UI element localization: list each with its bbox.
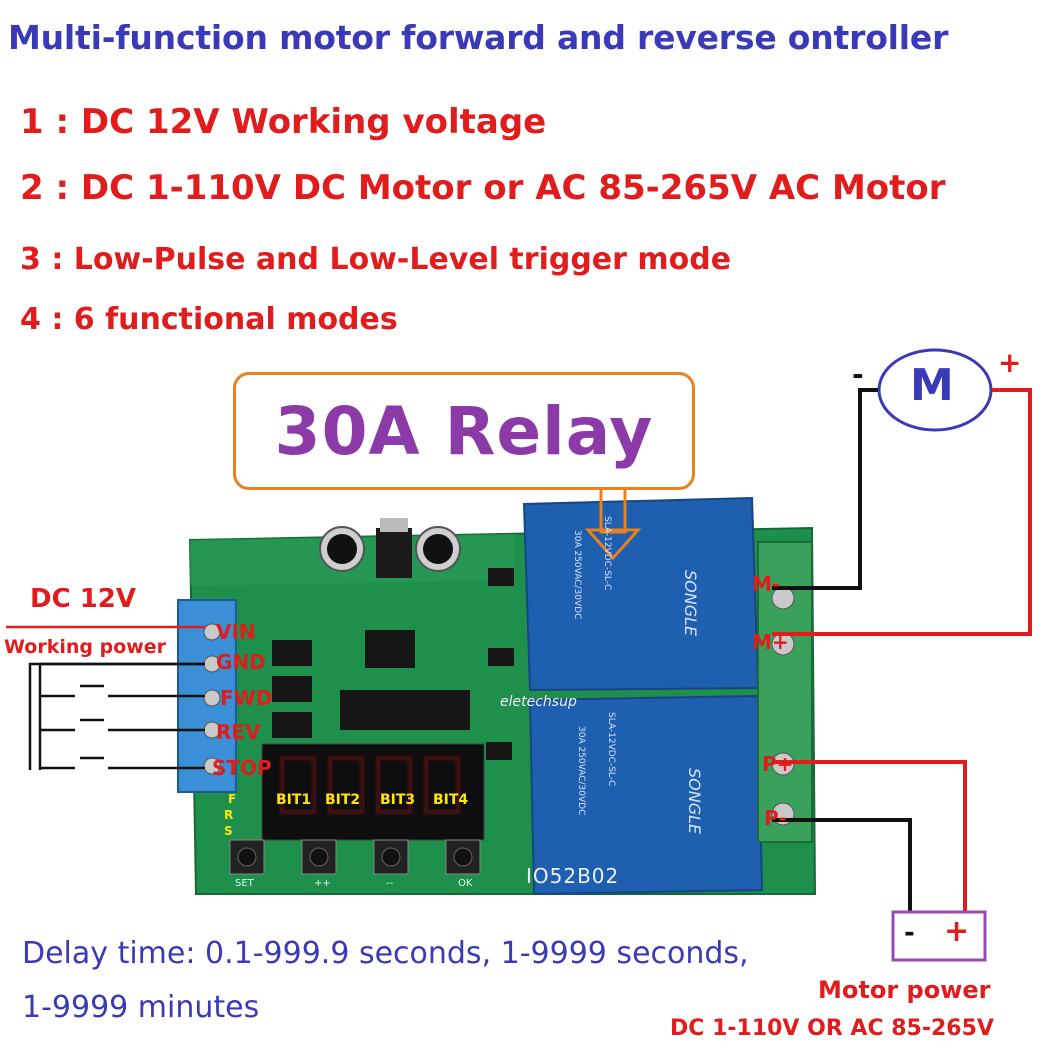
relay-1-brand: SONGLE [681, 570, 700, 637]
relay-callout-box: 30A Relay [233, 372, 695, 490]
terminal-m-minus-label: M- [752, 572, 781, 596]
working-power-label: Working power [4, 636, 167, 658]
feature-3: 3 : Low-Pulse and Low-Level trigger mode [20, 242, 732, 277]
feature-2: 2 : DC 1-110V DC Motor or AC 85-265V AC … [20, 168, 946, 208]
button-label-set: SET [235, 878, 254, 889]
terminal-gnd-label: GND [216, 650, 266, 674]
terminal-p-plus-label: P+ [762, 752, 794, 776]
relay-1 [522, 496, 760, 692]
motor-power-source [891, 910, 987, 962]
motor-power-plus: + [944, 914, 970, 949]
relay-2-model: SLA-12VDC-SL-C [606, 712, 616, 787]
motor-symbol [877, 348, 993, 432]
relay-1-model: SLA-12VDC-SL-C [602, 516, 612, 591]
display-digit-label-4: BIT4 [433, 792, 469, 808]
relay-2 [528, 694, 764, 896]
indicator-s: S [224, 824, 233, 838]
board-model: IO52B02 [526, 864, 620, 888]
terminal-stop-label: STOP [212, 756, 272, 780]
terminal-m-plus-label: M+ [752, 630, 789, 654]
relay-2-brand: SONGLE [685, 768, 704, 835]
indicator-r: R [224, 808, 234, 822]
dc12v-label: DC 12V [30, 584, 137, 614]
motor-minus-sign: - [852, 358, 864, 391]
delay-text-line-1: Delay time: 0.1-999.9 seconds, 1-9999 se… [22, 936, 749, 971]
chip-1 [365, 630, 415, 668]
motor-power-title: Motor power [818, 976, 991, 1004]
feature-1: 1 : DC 12V Working voltage [20, 102, 547, 142]
display-digit-label-3: BIT3 [380, 792, 416, 808]
terminal-p-minus-label: P- [764, 806, 787, 830]
relay-2-rating: 30A 250VAC/30VDC [576, 726, 586, 816]
terminal-fwd-label: FWD [220, 686, 273, 710]
terminal-vin-label: VIN [216, 620, 256, 644]
board-brand: eletechsup [500, 694, 577, 710]
display-digit-label-1: BIT1 [276, 792, 312, 808]
motor-plus-sign: + [998, 346, 1022, 379]
feature-4: 4 : 6 functional modes [20, 302, 398, 337]
display-digit-label-2: BIT2 [325, 792, 361, 808]
page-title: Multi-function motor forward and reverse… [8, 18, 949, 57]
terminal-rev-label: REV [216, 720, 261, 744]
button-label-minus: -- [386, 878, 394, 889]
relay-1-rating: 30A 250VAC/30VDC [572, 530, 582, 620]
button-label-plus: ++ [314, 878, 331, 889]
voltage-regulator [376, 528, 412, 578]
tactile-buttons [229, 839, 481, 875]
pcb-board [177, 496, 817, 896]
motor-label: M [910, 360, 954, 411]
chip-2 [340, 690, 470, 730]
relay-callout-text: 30A Relay [274, 392, 654, 470]
indicator-f: F [228, 792, 237, 806]
motor-power-minus: - [904, 918, 915, 948]
motor-power-range: DC 1-110V OR AC 85-265V [670, 1016, 994, 1041]
delay-text-line-2: 1-9999 minutes [22, 990, 260, 1025]
button-label-ok: OK [458, 878, 473, 889]
